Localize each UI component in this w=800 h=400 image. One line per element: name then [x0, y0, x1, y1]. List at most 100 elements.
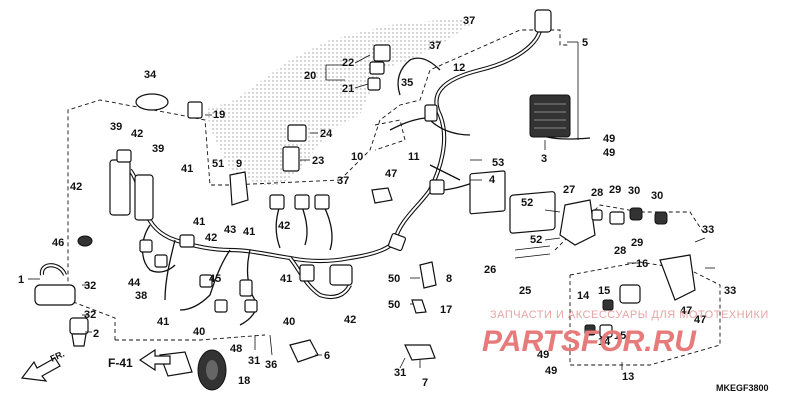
part-label: 34	[144, 69, 157, 81]
part-label: 49	[603, 133, 615, 145]
part-label: 15	[598, 285, 610, 297]
part-label: 42	[278, 220, 290, 232]
connectors	[139, 9, 552, 313]
part-label: 52	[530, 234, 542, 246]
part-label: 32	[84, 280, 96, 292]
part-label: 38	[135, 290, 147, 302]
shaded-area	[205, 18, 470, 185]
part-label: 17	[440, 304, 452, 316]
part-label: 26	[484, 264, 496, 276]
leader-lines	[28, 41, 715, 370]
part-label: 5	[582, 37, 588, 49]
part-label: 11	[408, 151, 420, 163]
part-label: 43	[224, 224, 236, 236]
part-label: 27	[563, 184, 575, 196]
part-label: 51	[212, 158, 224, 170]
relays	[282, 44, 391, 172]
fuse-components	[77, 93, 203, 247]
part-label: 41	[243, 226, 255, 238]
part-label: 1	[18, 274, 24, 286]
part-label: 42	[70, 181, 82, 193]
part-label: 32	[84, 309, 96, 321]
part-label: 36	[265, 359, 277, 371]
part-label: 40	[283, 316, 295, 328]
part-label: 41	[157, 316, 169, 328]
part-label: 33	[724, 285, 736, 297]
ecu-modules	[469, 170, 556, 259]
part-label: 31	[248, 355, 260, 367]
part-label: 3	[541, 153, 547, 165]
part-label: 53	[492, 157, 504, 169]
part-labels: 1 2 3 4 5 6 7 8 9 10 11 12 13 14 14 15 1…	[18, 15, 736, 389]
frame-ref-arrow	[138, 348, 171, 372]
regulator-rectifier	[529, 94, 571, 138]
part-label: 16	[636, 258, 648, 270]
ignition-coil	[34, 263, 89, 347]
part-label: 13	[622, 371, 634, 383]
part-label: 20	[304, 70, 316, 82]
frame-ref-label: F-41	[108, 356, 133, 370]
part-label: 33	[702, 224, 714, 236]
part-label: 6	[324, 350, 330, 362]
part-label: 30	[628, 185, 640, 197]
part-label: 41	[280, 273, 292, 285]
part-label: 14	[598, 336, 611, 348]
part-label: 35	[401, 77, 413, 89]
part-label: 44	[128, 277, 141, 289]
part-label: 42	[131, 128, 143, 140]
part-label: 47	[694, 314, 706, 326]
part-label: 19	[213, 109, 225, 121]
part-label: 30	[651, 190, 663, 202]
part-label: 37	[337, 175, 349, 187]
part-label: 12	[453, 62, 465, 74]
part-label: 47	[680, 305, 692, 317]
part-label: 28	[614, 245, 626, 257]
part-label: 14	[577, 290, 590, 302]
part-label: 29	[609, 184, 621, 196]
part-label: 48	[230, 343, 242, 355]
part-label: 28	[591, 187, 603, 199]
part-label: 10	[351, 151, 363, 163]
part-label: 24	[320, 128, 333, 140]
part-label: 15	[614, 330, 626, 342]
part-label: 40	[193, 326, 205, 338]
part-label: 47	[385, 168, 397, 180]
part-label: 22	[342, 57, 354, 69]
part-label: 31	[394, 367, 406, 379]
part-label: 49	[545, 365, 557, 377]
part-label: 42	[205, 232, 217, 244]
part-label: 18	[238, 375, 250, 387]
part-label: 25	[519, 285, 531, 297]
sensor-brackets	[559, 199, 696, 338]
watermark-logo: PARTSFOR.RU	[482, 325, 697, 358]
front-arrow	[20, 357, 61, 382]
part-label: 42	[344, 314, 356, 326]
part-label: 49	[537, 349, 549, 361]
part-label: 37	[463, 15, 475, 27]
part-label: 50	[388, 299, 400, 311]
part-label: 41	[193, 216, 205, 228]
part-label: 21	[342, 83, 354, 95]
part-label: 52	[521, 197, 533, 209]
part-label: 41	[181, 163, 193, 175]
part-label: 49	[603, 147, 615, 159]
part-label: 39	[152, 143, 164, 155]
front-direction-label: FR.	[49, 349, 66, 364]
watermark-tagline: ЗАПЧАСТИ И АКСЕССУАРЫ ДЛЯ МОТОТЕХНИКИ	[490, 309, 769, 321]
part-label: 39	[110, 121, 122, 133]
part-label: 4	[489, 174, 496, 186]
part-label: 8	[446, 273, 452, 285]
part-label: 37	[429, 40, 441, 52]
part-label: 9	[236, 158, 242, 170]
part-label: 46	[52, 237, 64, 249]
part-label: 23	[312, 155, 324, 167]
diagram-code: MKEGF3800	[716, 383, 769, 393]
part-label: 29	[631, 237, 643, 249]
part-label: 7	[422, 377, 428, 389]
part-label: 50	[388, 273, 400, 285]
part-label: 45	[209, 273, 221, 285]
part-label: 2	[93, 328, 99, 340]
horn	[197, 349, 227, 391]
